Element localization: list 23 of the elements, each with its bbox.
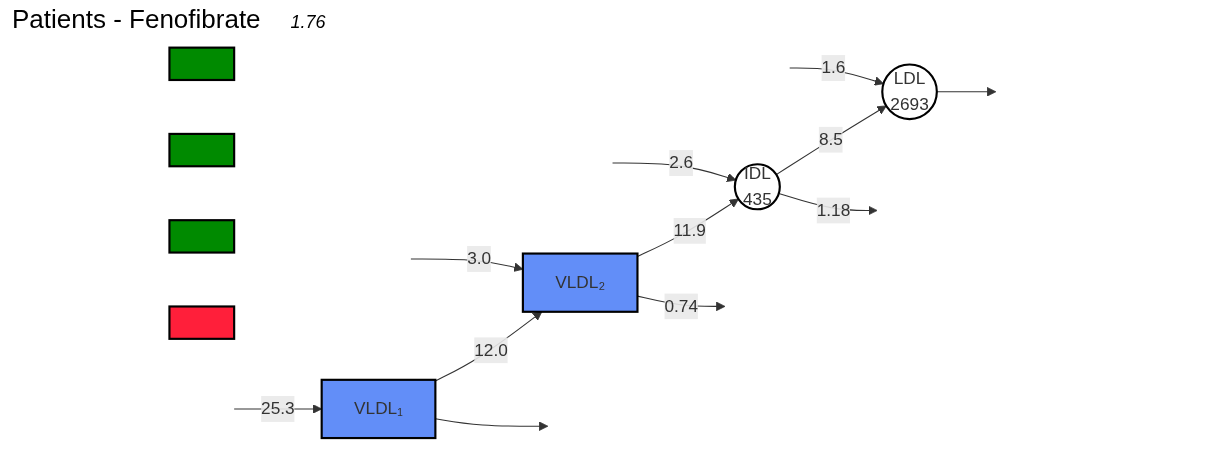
- node-circle: IDL 435: [733, 163, 781, 211]
- edge-label: 2.6: [669, 153, 694, 172]
- edge-label: 3.0: [467, 249, 492, 268]
- node-box: VLDL₂: [521, 252, 639, 313]
- edge-label: 25.3: [261, 399, 295, 418]
- edge-label: 12.0: [474, 340, 508, 359]
- arrow: [775, 105, 887, 176]
- node-box: [168, 46, 236, 82]
- edge-label: 1.18: [816, 200, 851, 220]
- edge-label: 1.6: [821, 58, 846, 77]
- node-circle: LDL 2693: [881, 63, 938, 121]
- edge-label: 0.74: [664, 296, 699, 316]
- node-box: [168, 305, 236, 340]
- diagram-title: Patients - Fenofibrate: [12, 4, 261, 35]
- arrow: [636, 198, 739, 257]
- edge-label: 8.5: [818, 129, 843, 149]
- node-box: [168, 132, 236, 168]
- edge-label: 11.9: [673, 221, 706, 240]
- arrow: [936, 87, 997, 97]
- flow-value-label: 1.76: [290, 12, 326, 32]
- node-box: [168, 219, 236, 254]
- node-box: VLDL₁: [320, 378, 437, 440]
- arrow: [434, 311, 543, 382]
